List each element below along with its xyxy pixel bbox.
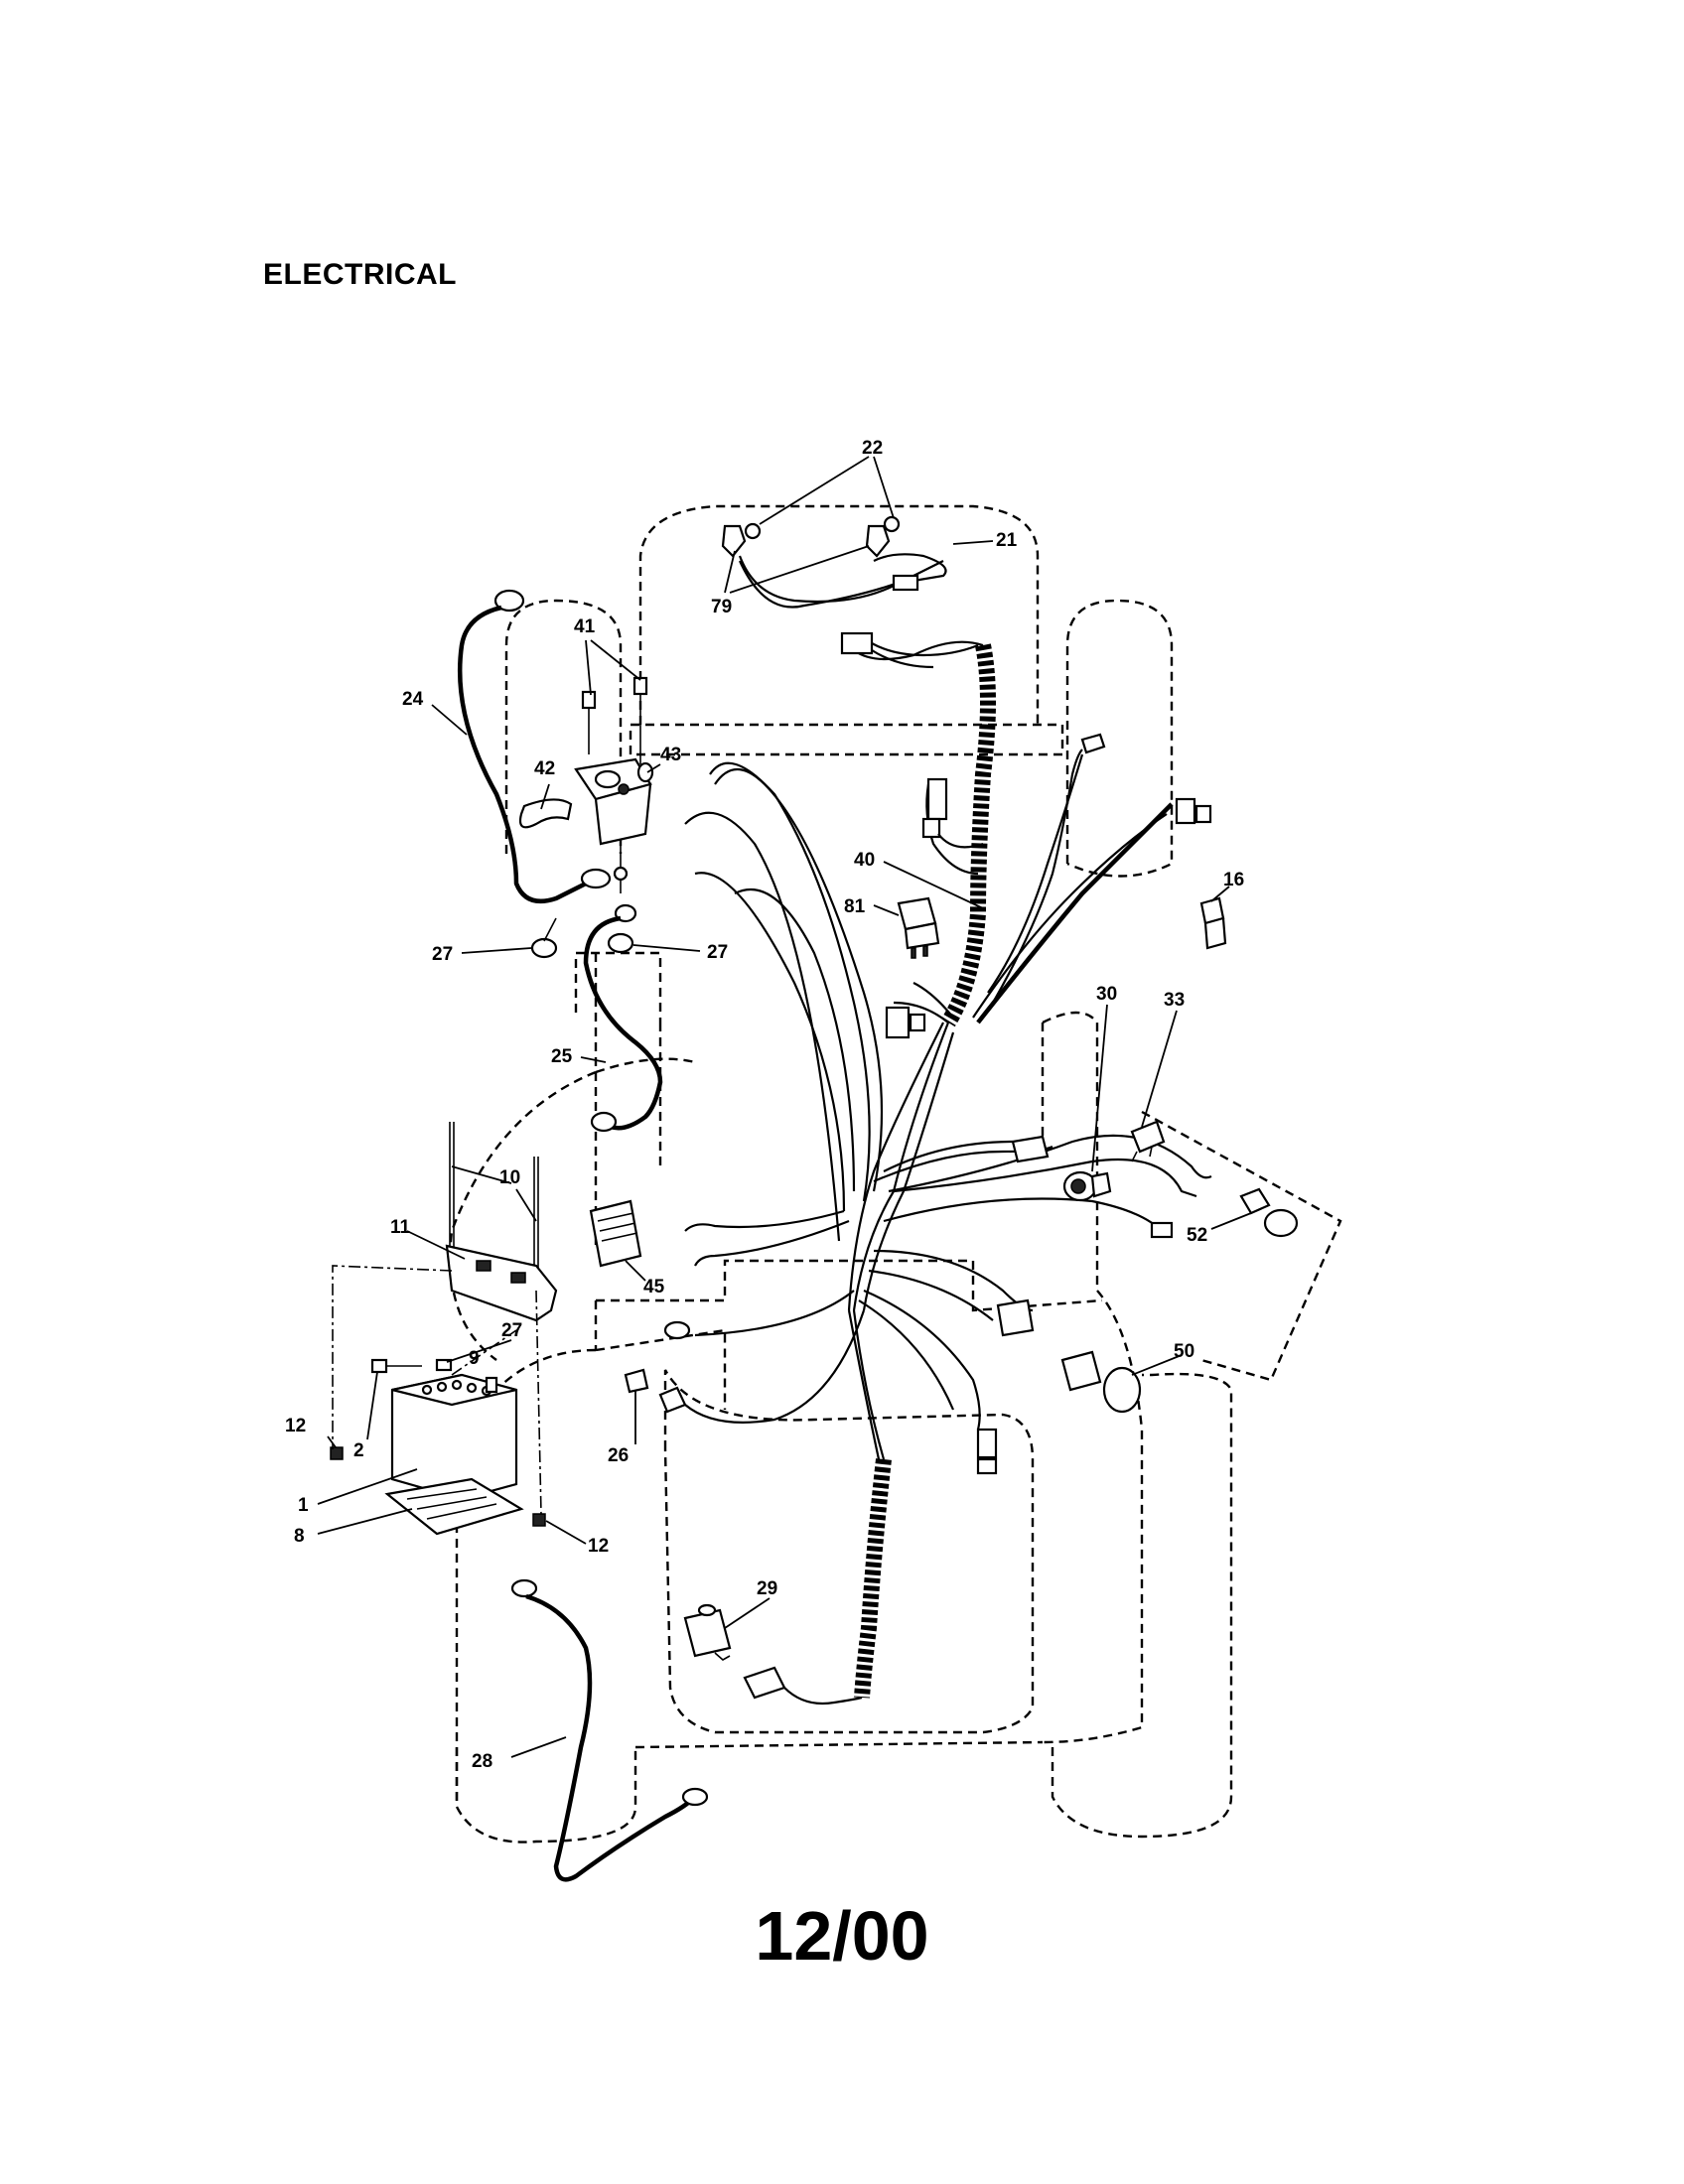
relay-81 <box>897 896 940 959</box>
callout-79: 79 <box>711 597 732 617</box>
callout-52: 52 <box>1187 1225 1207 1246</box>
callout-28: 28 <box>472 1751 492 1772</box>
callout-12-right: 12 <box>588 1536 609 1557</box>
callout-40: 40 <box>854 850 875 871</box>
callout-8: 8 <box>294 1526 305 1547</box>
callout-27-right: 27 <box>707 942 728 963</box>
callout-16: 16 <box>1223 870 1244 890</box>
callout-50: 50 <box>1174 1341 1194 1362</box>
harness-connectors <box>840 631 1212 1039</box>
callout-2: 2 <box>353 1440 364 1461</box>
part-33 <box>1130 1120 1166 1162</box>
solenoid-assembly <box>518 676 654 893</box>
callout-24: 24 <box>402 689 424 710</box>
callout-22: 22 <box>862 438 883 459</box>
ring-terminal <box>663 1320 691 1340</box>
part-52 <box>1239 1187 1299 1238</box>
cable-28 <box>510 1578 709 1882</box>
callout-9: 9 <box>469 1348 480 1369</box>
battery-holddown <box>445 1122 558 1322</box>
part-30 <box>1062 1170 1112 1202</box>
cable-25 <box>583 903 663 1133</box>
part-29 <box>683 1603 732 1661</box>
callout-25: 25 <box>551 1046 573 1067</box>
callout-42: 42 <box>534 758 555 779</box>
tractor-outline <box>449 504 1342 1843</box>
nut-27 <box>530 917 634 959</box>
callout-1: 1 <box>298 1495 309 1516</box>
callout-27-left: 27 <box>432 944 453 965</box>
callout-21: 21 <box>996 530 1018 551</box>
battery-1 <box>330 1358 546 1536</box>
page-title: ELECTRICAL <box>263 258 457 291</box>
battery-cable-24 <box>457 589 612 904</box>
callout-43: 43 <box>660 745 681 765</box>
callout-81: 81 <box>844 896 866 917</box>
right-connectors <box>976 1135 1174 1475</box>
rear-coil-connector <box>743 1666 863 1706</box>
callout-11: 11 <box>390 1217 411 1238</box>
callout-12-left: 12 <box>285 1416 306 1436</box>
part-45 <box>589 1199 642 1268</box>
callout-33: 33 <box>1164 990 1185 1011</box>
part-50 <box>1060 1350 1142 1414</box>
leader-lines <box>317 456 1252 1758</box>
part-16 <box>1199 896 1227 950</box>
callout-29: 29 <box>757 1578 777 1599</box>
callout-41: 41 <box>574 616 596 637</box>
part-26 <box>624 1368 687 1414</box>
headlight-harness <box>721 515 947 609</box>
callout-numbers: 22 21 79 41 24 42 43 40 81 16 27 27 33 3… <box>285 438 1244 1772</box>
callout-45: 45 <box>643 1277 665 1297</box>
main-wire-harness <box>684 640 1212 1699</box>
callout-27-battery: 27 <box>501 1320 522 1341</box>
callout-10: 10 <box>499 1167 520 1188</box>
callout-26: 26 <box>608 1445 629 1466</box>
alignment-lines <box>332 1265 542 1515</box>
callout-30: 30 <box>1096 984 1117 1005</box>
revision-date: 12/00 <box>755 1897 929 1975</box>
